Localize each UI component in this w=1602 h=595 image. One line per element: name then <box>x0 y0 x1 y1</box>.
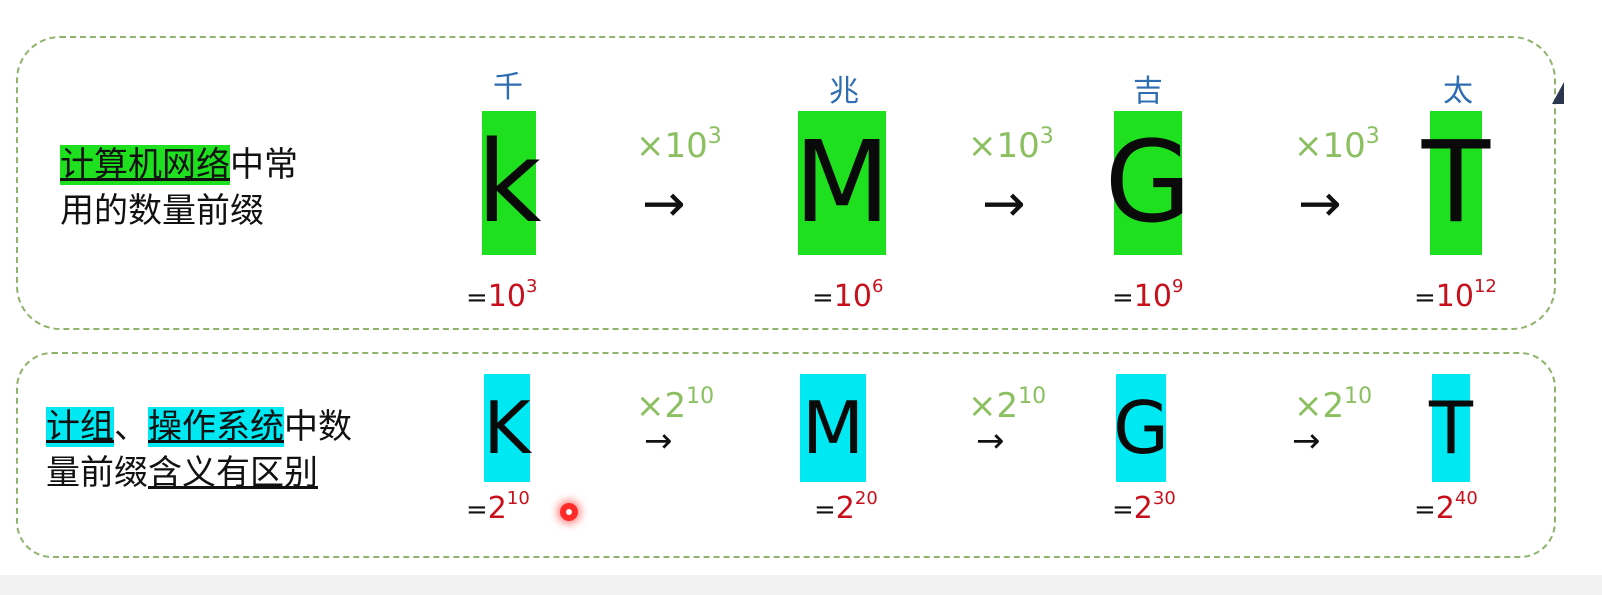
value-2-30: =230 <box>1112 488 1176 526</box>
network-prefix-panel <box>16 36 1556 330</box>
underlined-meaning-differs: 含义有区别 <box>148 453 318 493</box>
value-10-12: =1012 <box>1414 276 1497 314</box>
multiplier-label: ×210 <box>1294 384 1373 426</box>
highlight-computer-organization: 计组 <box>46 407 114 447</box>
laser-pointer-cursor-icon <box>560 503 578 521</box>
value-2-40: =240 <box>1414 488 1478 526</box>
prefix-box-k: k <box>477 111 541 255</box>
multiplier-label: ×210 <box>636 384 715 426</box>
computer-org-prefix-panel <box>16 352 1556 558</box>
arrow-right-icon: → <box>1298 174 1342 234</box>
edge-arrow-icon <box>1552 82 1564 104</box>
chinese-name-qian: 千 <box>493 70 523 105</box>
prefix-box-M-network: M <box>794 111 890 255</box>
value-10-6: =106 <box>812 276 884 314</box>
highlight-operating-system: 操作系统 <box>148 407 284 447</box>
description-line2: 用的数量前缀 <box>60 191 264 231</box>
multiplier-label: ×210 <box>968 384 1047 426</box>
prefix-box-T-binary: T <box>1429 374 1473 482</box>
value-2-20: =220 <box>814 488 878 526</box>
arrow-right-icon: → <box>976 421 1005 461</box>
highlight-computer-network: 计算机网络 <box>60 145 230 185</box>
prefix-box-G-binary: G <box>1113 374 1169 482</box>
network-prefix-description: 计算机网络中常 用的数量前缀 <box>60 142 298 234</box>
prefix-box-M-binary: M <box>800 374 866 482</box>
multiplier-label: ×103 <box>968 124 1054 166</box>
description-line1-rest: 中常 <box>230 145 298 185</box>
chinese-name-ji: 吉 <box>1133 74 1163 109</box>
multiplier-label: ×103 <box>1294 124 1380 166</box>
value-10-3: =103 <box>466 276 538 314</box>
chinese-name-zhao: 兆 <box>829 74 859 109</box>
arrow-right-icon: → <box>1292 421 1321 461</box>
prefix-box-G-network: G <box>1105 111 1191 255</box>
prefix-box-K: K <box>483 374 531 482</box>
bottom-strip <box>0 575 1602 595</box>
arrow-right-icon: → <box>982 174 1026 234</box>
value-2-10: =210 <box>466 488 530 526</box>
arrow-right-icon: → <box>642 174 686 234</box>
arrow-right-icon: → <box>644 421 673 461</box>
computer-org-prefix-description: 计组、操作系统中数 量前缀含义有区别 <box>46 407 352 493</box>
chinese-name-tai: 太 <box>1443 74 1473 109</box>
multiplier-label: ×103 <box>636 124 722 166</box>
value-10-9: =109 <box>1112 276 1184 314</box>
prefix-box-T-network: T <box>1422 111 1490 255</box>
